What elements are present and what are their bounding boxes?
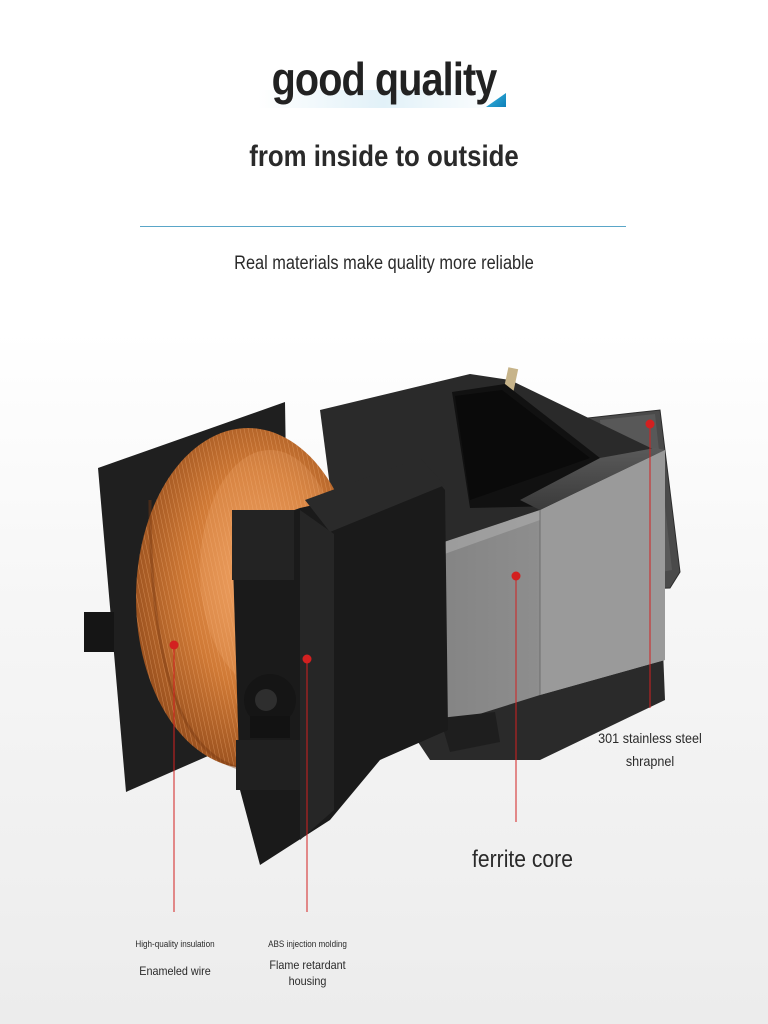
enameled-wire-heading: High-quality insulation <box>135 939 215 949</box>
page-title: good quality <box>271 53 498 105</box>
shrapnel-line1: 301 stainless steel <box>598 730 702 746</box>
relay-coil-illustration <box>84 367 681 912</box>
tagline: Real materials make quality more reliabl… <box>234 253 534 274</box>
core-marker-dot <box>511 571 521 581</box>
wire-marker-dot <box>169 640 179 650</box>
terminal-pin <box>503 367 519 391</box>
abs-housing-heading: ABS injection molding <box>268 939 347 949</box>
enameled-wire-label: Enameled wire <box>139 964 211 978</box>
abs-housing-line2: housing <box>288 974 327 988</box>
shrapnel-line2: shrapnel <box>625 753 675 769</box>
abs-housing-line1: Flame retardant <box>269 958 346 972</box>
page-subtitle: from inside to outside <box>249 140 519 173</box>
bottom-mount-tab <box>440 712 500 752</box>
flange-side-tab <box>84 612 114 652</box>
header-divider <box>140 226 626 227</box>
shrapnel-marker-dot <box>645 419 655 429</box>
title-underglow <box>258 90 508 108</box>
ferrite-core-label: ferrite core <box>472 846 573 873</box>
housing-marker-dot <box>302 654 312 664</box>
